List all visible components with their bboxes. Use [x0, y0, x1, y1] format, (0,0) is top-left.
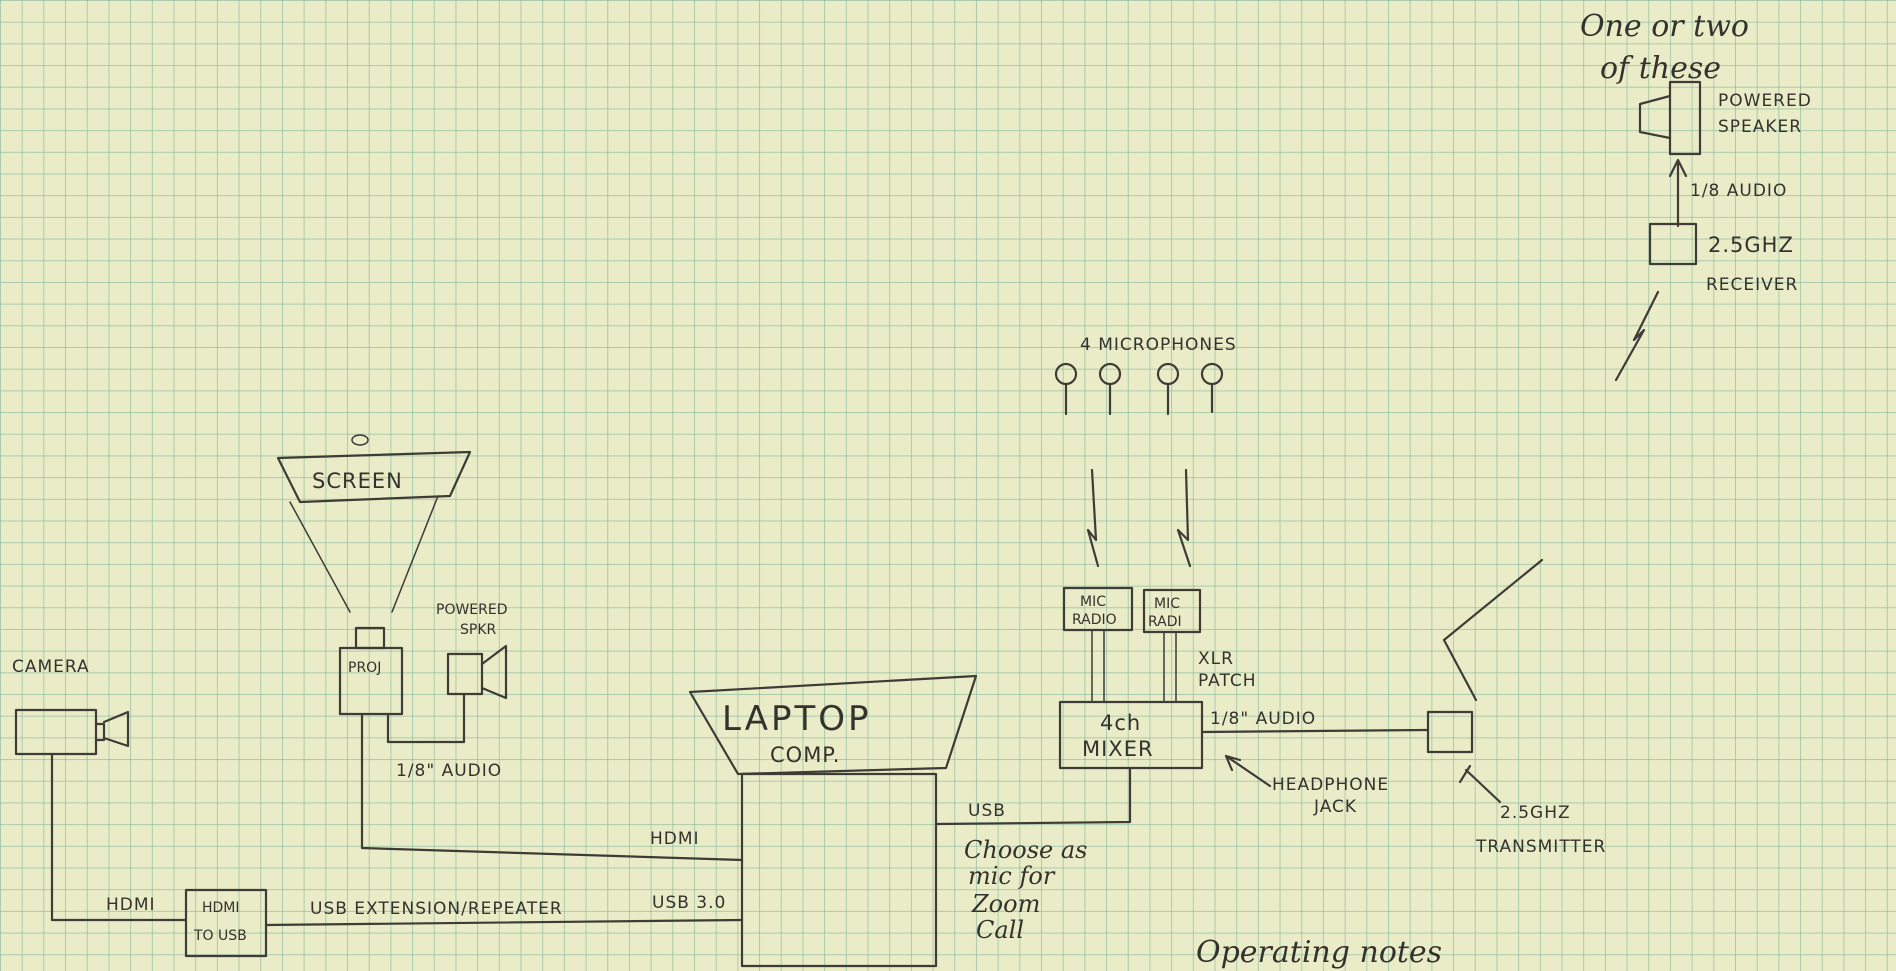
- microphones: [1054, 362, 1224, 416]
- mic-radio-1-label-a: MIC: [1080, 594, 1106, 610]
- receiver-label-2: RECEIVER: [1706, 275, 1798, 295]
- one-or-two-label-1: One or two: [1580, 9, 1749, 44]
- projector: [338, 626, 404, 716]
- zoom-note-1: Choose as: [964, 836, 1088, 864]
- transmitter-label-2: TRANSMITTER: [1475, 837, 1606, 857]
- wireless-signal-receiver: [1614, 290, 1660, 382]
- microphones-label: 4 MICROPHONES: [1080, 335, 1237, 355]
- headphone-label-1: HEADPHONE: [1272, 775, 1389, 795]
- laptop-mixer-usb-cable: [934, 766, 1132, 826]
- usb-extension-cable: [264, 918, 744, 927]
- hdmi-left-label: HDMI: [106, 895, 156, 915]
- mic-radio-2-label-b: RADI: [1148, 614, 1182, 630]
- transmitter-antenna-signal: [1442, 558, 1544, 702]
- four-channel-mixer: [1058, 700, 1204, 770]
- audio-top-label: 1/8 AUDIO: [1690, 181, 1787, 201]
- mic-radio-box-2: [1142, 588, 1202, 634]
- headphone-label-2: JACK: [1313, 797, 1357, 817]
- mic-radio-box-1: [1062, 586, 1134, 632]
- mixer-transmitter-audio-cable: [1200, 728, 1430, 734]
- screen-label: SCREEN: [312, 469, 403, 493]
- powered-speaker-left: [446, 644, 508, 700]
- powered-speaker-label-1: POWERED: [1718, 91, 1812, 111]
- camera-label: CAMERA: [12, 657, 90, 677]
- transmitter-arrow: [1458, 764, 1502, 804]
- usb3-label: USB 3.0: [652, 893, 726, 913]
- powered-speaker-label-2: SPEAKER: [1718, 117, 1802, 137]
- headphone-jack-arrow: [1224, 754, 1272, 788]
- hdmi-mid-label: HDMI: [650, 829, 700, 849]
- projector-hdmi-cable: [360, 712, 744, 862]
- wireless-signal-mic-2: [1176, 468, 1192, 568]
- transmitter-label-1: 2.5GHZ: [1500, 803, 1571, 823]
- projector-audio-cable: [386, 692, 466, 744]
- projection-screen: [276, 434, 472, 613]
- xlr-label-1: XLR: [1198, 649, 1234, 669]
- hdmi-to-usb-label-2: TO USB: [193, 928, 247, 944]
- laptop-computer: [688, 674, 978, 968]
- zoom-note-3: Zoom: [971, 890, 1040, 918]
- hdmi-to-usb-label-1: HDMI: [202, 900, 240, 916]
- laptop-label-2: COMP.: [770, 743, 840, 767]
- hdmi-to-usb-box: [184, 888, 268, 958]
- powered-spkr-label-2: SPKR: [460, 622, 497, 638]
- usb-laptop-label: USB: [968, 801, 1006, 821]
- wireless-signal-mic-1: [1086, 468, 1100, 568]
- mic-radio-2-label-a: MIC: [1154, 596, 1180, 612]
- transmitter-box: [1426, 710, 1474, 754]
- laptop-label-1: LAPTOP: [722, 699, 872, 739]
- usb-extension-label: USB EXTENSION/REPEATER: [310, 899, 563, 919]
- receiver-label-1: 2.5GHZ: [1708, 233, 1794, 257]
- projector-label: PROJ: [348, 660, 381, 676]
- camera: [14, 708, 130, 756]
- xlr-label-2: PATCH: [1198, 671, 1257, 691]
- operating-notes-label: Operating notes: [1196, 935, 1442, 970]
- mixer-label-2: MIXER: [1082, 737, 1154, 761]
- audio-eighth-right-label: 1/8" AUDIO: [1210, 709, 1316, 729]
- zoom-note-4: Call: [976, 916, 1024, 944]
- receiver-speaker-arrow: [1668, 158, 1688, 228]
- powered-spkr-label-1: POWERED: [436, 602, 508, 618]
- mic-radio-1-label-b: RADIO: [1072, 612, 1117, 628]
- receiver-box: [1648, 222, 1698, 266]
- one-or-two-label-2: of these: [1600, 51, 1721, 86]
- xlr-patch-cables: [1091, 629, 1177, 703]
- zoom-note-2: mic for: [968, 862, 1056, 890]
- audio-eighth-left-label: 1/8" AUDIO: [396, 761, 502, 781]
- powered-speaker-top: [1638, 80, 1702, 156]
- camera-hdmi-cable: [50, 752, 188, 922]
- mixer-label-1: 4ch: [1100, 711, 1141, 735]
